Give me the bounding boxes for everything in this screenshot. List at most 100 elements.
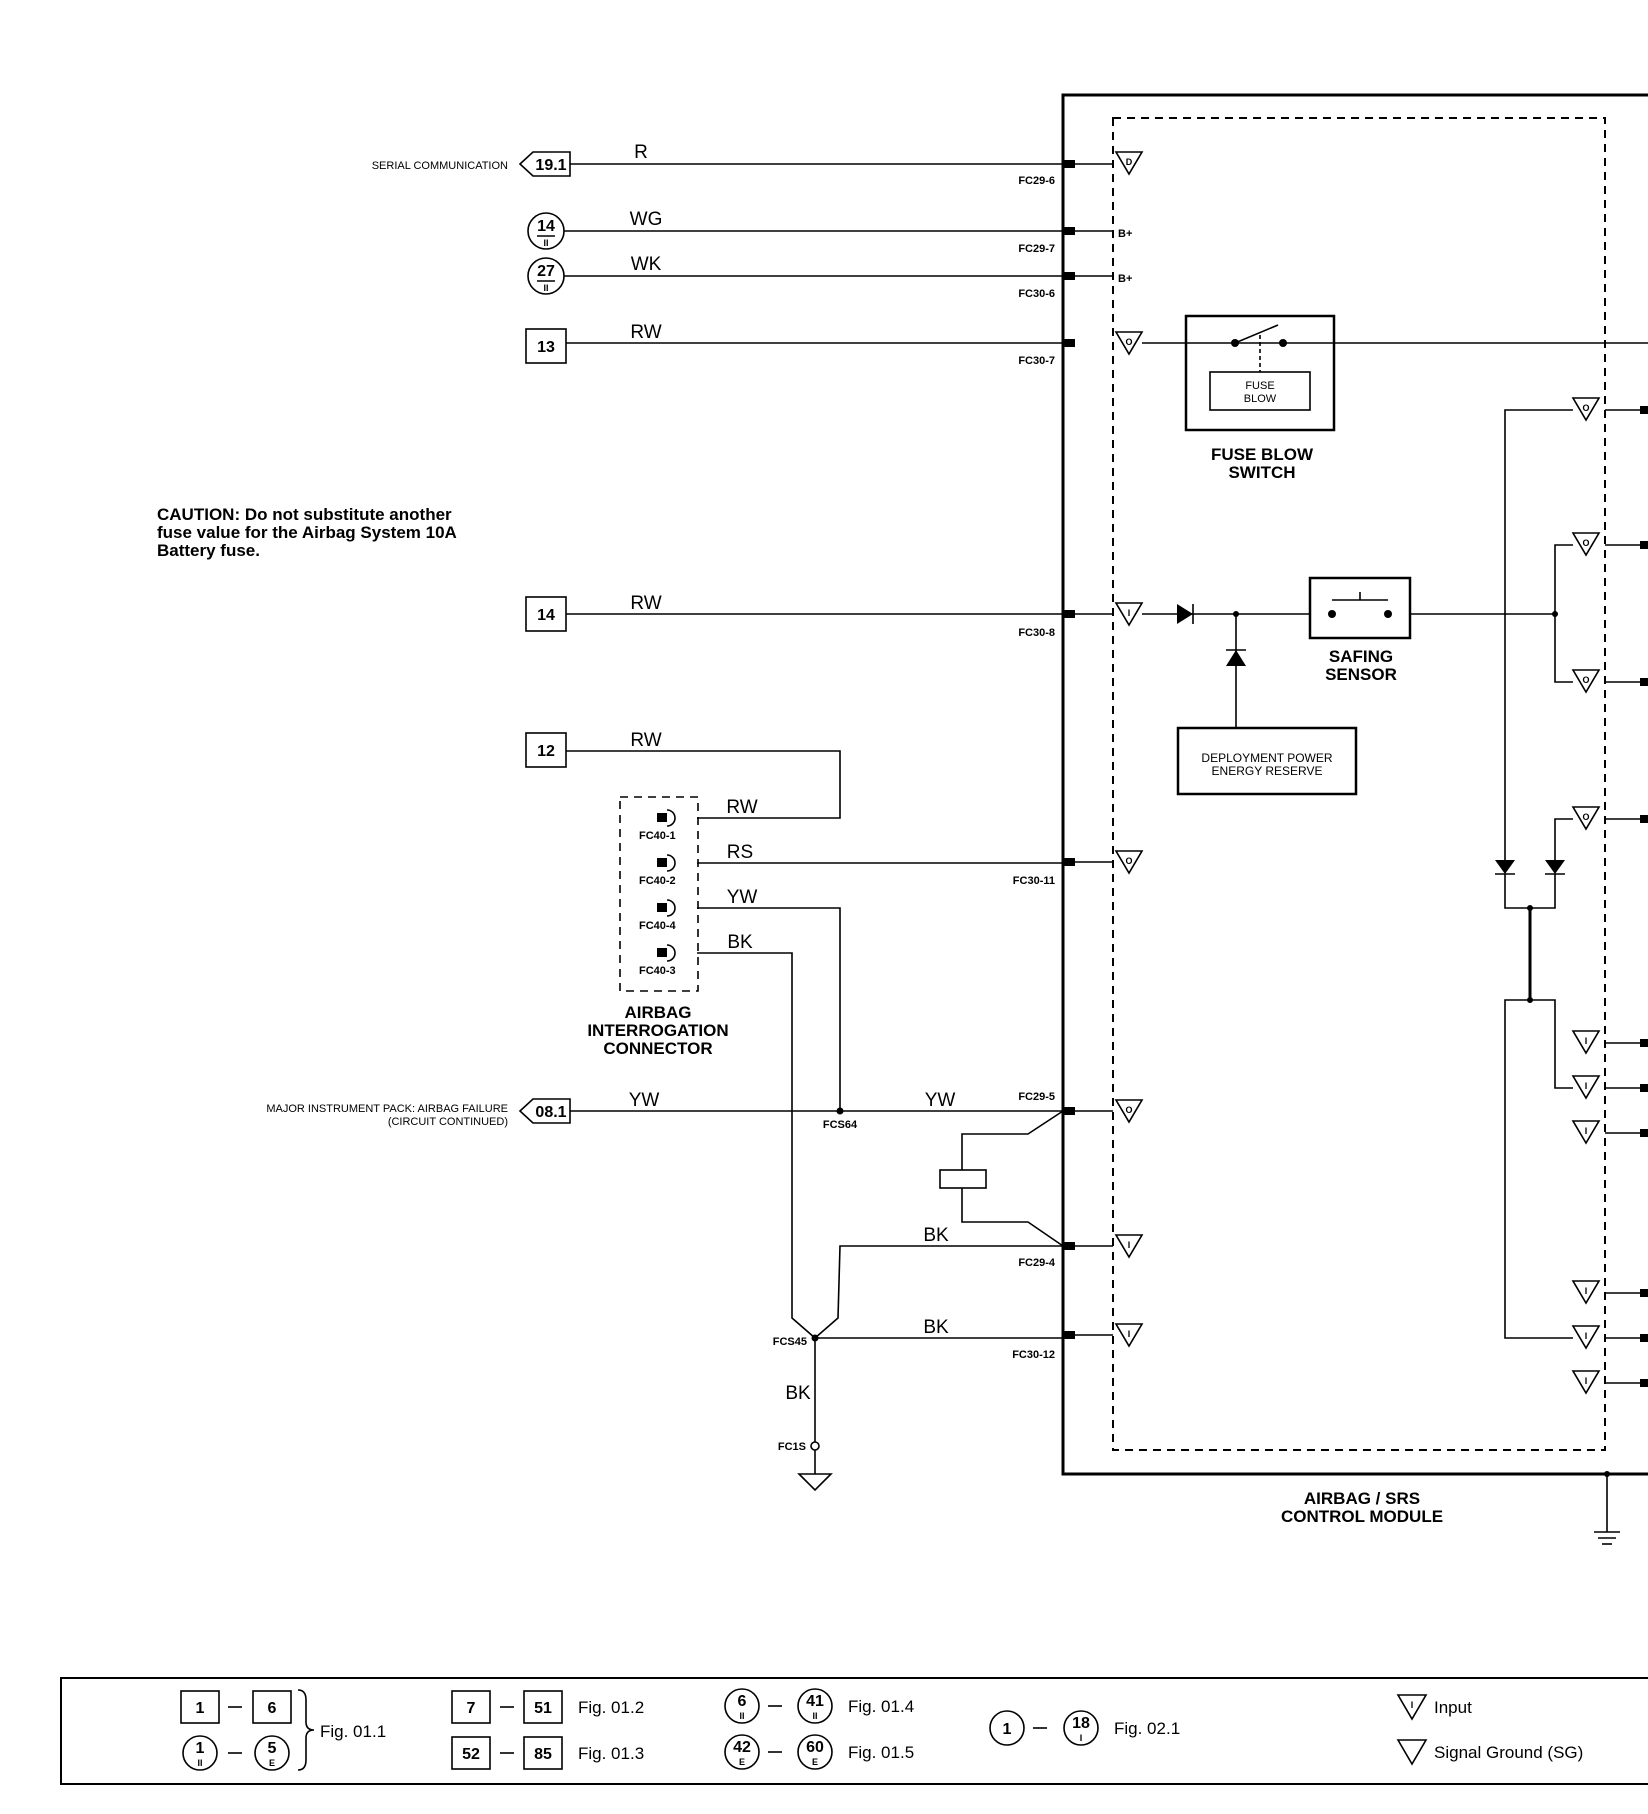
svg-text:ENERGY RESERVE: ENERGY RESERVE — [1212, 764, 1323, 778]
caution-line-2: fuse value for the Airbag System 10A — [157, 523, 457, 542]
svg-text:DEPLOYMENT POWER: DEPLOYMENT POWER — [1201, 751, 1332, 765]
svg-text:O: O — [1125, 1105, 1132, 1115]
interrogation-label-2: INTERROGATION — [587, 1021, 728, 1040]
safing-sensor-box — [1308, 576, 1412, 640]
svg-text:I: I — [1585, 1331, 1588, 1341]
wire-label-rw-14: RW — [630, 593, 661, 614]
svg-text:18: 18 — [1072, 1715, 1090, 1732]
svg-text:O: O — [1125, 337, 1132, 347]
svg-text:E: E — [739, 1757, 745, 1767]
wire-label-bk-ground: BK — [785, 1383, 811, 1404]
svg-text:E: E — [269, 1758, 275, 1768]
ref-27-circle-number: 27 — [537, 263, 555, 280]
legend: 1 6 1 II 5 E Fig. 01.1 7 51 Fig. 01.2 52… — [60, 1677, 1648, 1785]
caution-line-3: Battery fuse. — [157, 541, 260, 560]
pin-fc1s: FC1S — [778, 1441, 806, 1453]
interrogation-connector-boundary — [619, 796, 699, 992]
shorting-bar — [939, 1169, 987, 1189]
diode-3 — [1495, 860, 1515, 874]
legend-fig-01-4: Fig. 01.4 — [848, 1697, 914, 1716]
svg-text:1: 1 — [196, 1700, 205, 1717]
ref-14-circle-number: 14 — [537, 218, 555, 235]
pin-fc29-4: FC29-4 — [1018, 1257, 1056, 1269]
svg-text:I: I — [1128, 608, 1131, 618]
pin-fc30-12: FC30-12 — [1012, 1349, 1055, 1361]
svg-text:I: I — [1080, 1733, 1083, 1743]
pin-fc30-7: FC30-7 — [1018, 355, 1055, 367]
fuse-blow-switch-box — [1184, 314, 1336, 432]
pin-fc40-3: FC40-3 — [639, 965, 676, 977]
svg-text:O: O — [1582, 675, 1589, 685]
interrogation-label-1: AIRBAG — [624, 1003, 691, 1022]
fuse-blow-inner-box — [1209, 371, 1311, 411]
svg-text:D: D — [1126, 157, 1133, 167]
svg-text:O: O — [1582, 538, 1589, 548]
wire-bk-fc29-4 — [814, 1245, 1063, 1339]
svg-text:II: II — [197, 1758, 202, 1768]
wire-label-r: R — [634, 142, 648, 163]
wire-label-yw-module: YW — [925, 1090, 956, 1111]
svg-text:60: 60 — [806, 1739, 824, 1756]
svg-text:O: O — [1582, 812, 1589, 822]
svg-text:II: II — [812, 1711, 817, 1721]
diode-2 — [1226, 650, 1246, 666]
wire-label-rs: RS — [727, 842, 753, 863]
pin-fc30-11: FC30-11 — [1013, 875, 1055, 887]
pin-fc40-2: FC40-2 — [639, 875, 676, 887]
svg-text:6: 6 — [738, 1693, 747, 1710]
svg-text:7: 7 — [467, 1700, 476, 1717]
major-pack-label-2: (CIRCUIT CONTINUED) — [388, 1116, 508, 1128]
legend-fig-01-3: Fig. 01.3 — [578, 1744, 644, 1763]
wire-label-rw-fc40: RW — [726, 797, 757, 818]
svg-text:I: I — [1128, 1240, 1131, 1250]
svg-text:I: I — [1585, 1376, 1588, 1386]
caution-line-1: CAUTION: Do not substitute another — [157, 505, 452, 524]
wire-label-rw-12: RW — [630, 730, 661, 751]
svg-text:5: 5 — [268, 1740, 277, 1757]
svg-text:I: I — [1128, 1329, 1131, 1339]
svg-text:II: II — [543, 283, 548, 293]
ref-14-box-number: 14 — [537, 607, 555, 624]
fuse-blow-switch-label-1: FUSE BLOW — [1211, 445, 1314, 464]
legend-fig-01-1: Fig. 01.1 — [320, 1722, 386, 1741]
wire-label-rw-13: RW — [630, 322, 661, 343]
svg-text:II: II — [739, 1711, 744, 1721]
wire-label-yw: YW — [629, 1090, 660, 1111]
ref-13-box — [525, 328, 567, 364]
svg-text:52: 52 — [462, 1746, 480, 1763]
ref-12-box — [525, 732, 567, 768]
svg-text:O: O — [1582, 403, 1589, 413]
wire-bk-fc40 — [697, 952, 816, 1339]
interrogation-pins — [657, 809, 676, 962]
pin-fcs45: FCS45 — [773, 1336, 807, 1348]
safing-sensor-label-1: SAFING — [1329, 647, 1393, 666]
switch-contact — [1234, 324, 1279, 344]
pin-fcs64: FCS64 — [823, 1119, 858, 1131]
module-title-2: CONTROL MODULE — [1281, 1507, 1443, 1526]
wire-yw-fc40 — [697, 907, 841, 1111]
svg-text:I: I — [1585, 1081, 1588, 1091]
safing-sensor-label-2: SENSOR — [1325, 665, 1397, 684]
wire-rw-12 — [566, 750, 841, 819]
serial-communication-label: SERIAL COMMUNICATION — [372, 160, 508, 172]
interrogation-label-3: CONNECTOR — [603, 1039, 712, 1058]
module-title-1: AIRBAG / SRS — [1304, 1489, 1420, 1508]
svg-text:1: 1 — [196, 1740, 205, 1757]
svg-text:I: I — [1585, 1286, 1588, 1296]
svg-text:O: O — [1125, 856, 1132, 866]
wire-label-bk-fc29-4: BK — [923, 1225, 949, 1246]
svg-text:42: 42 — [733, 1739, 751, 1756]
diode-1 — [1177, 604, 1193, 624]
svg-text:BLOW: BLOW — [1244, 393, 1277, 405]
ref-13-number: 13 — [537, 339, 555, 356]
wire-label-wg: WG — [630, 209, 663, 230]
svg-text:1: 1 — [1003, 1721, 1012, 1738]
deployment-reserve-box — [1176, 726, 1358, 796]
major-pack-label-1: MAJOR INSTRUMENT PACK: AIRBAG FAILURE — [266, 1103, 508, 1115]
svg-text:I: I — [1411, 1700, 1414, 1710]
b-plus-2: B+ — [1118, 273, 1132, 285]
ref-19-1: 19.1 — [535, 157, 566, 174]
legend-fig-01-5: Fig. 01.5 — [848, 1743, 914, 1762]
wire-label-bk-fc40: BK — [727, 932, 753, 953]
